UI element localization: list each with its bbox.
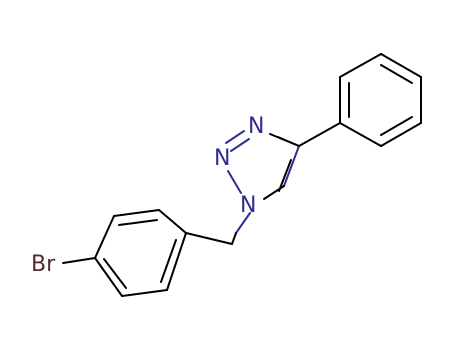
n1-label: N bbox=[240, 193, 256, 218]
bond bbox=[339, 53, 382, 78]
bond bbox=[380, 53, 422, 78]
n2-label: N bbox=[214, 146, 230, 171]
bond bbox=[62, 257, 96, 264]
bond bbox=[235, 212, 251, 234]
bond bbox=[380, 116, 413, 136]
triazole-ring bbox=[225, 130, 300, 200]
bond bbox=[160, 239, 177, 283]
bond bbox=[278, 159, 292, 192]
bromophenyl-ring bbox=[94, 209, 187, 297]
bond bbox=[94, 257, 123, 297]
bond bbox=[277, 136, 300, 147]
bond bbox=[230, 138, 250, 152]
bond bbox=[298, 122, 341, 147]
bond bbox=[339, 122, 382, 147]
bond bbox=[113, 209, 160, 217]
bond bbox=[118, 219, 158, 226]
bond bbox=[166, 232, 187, 291]
bond bbox=[185, 232, 233, 245]
bond bbox=[283, 145, 300, 187]
bond bbox=[103, 258, 127, 289]
bond bbox=[380, 64, 413, 84]
br-label: Br bbox=[31, 252, 56, 277]
phenyl-ring bbox=[339, 53, 422, 147]
bond bbox=[231, 232, 237, 245]
bond bbox=[225, 130, 245, 144]
bond bbox=[121, 289, 168, 297]
n3-label: N bbox=[248, 114, 264, 139]
bond bbox=[158, 209, 187, 234]
bond bbox=[380, 122, 422, 147]
bond bbox=[94, 215, 115, 259]
bond bbox=[227, 170, 242, 194]
